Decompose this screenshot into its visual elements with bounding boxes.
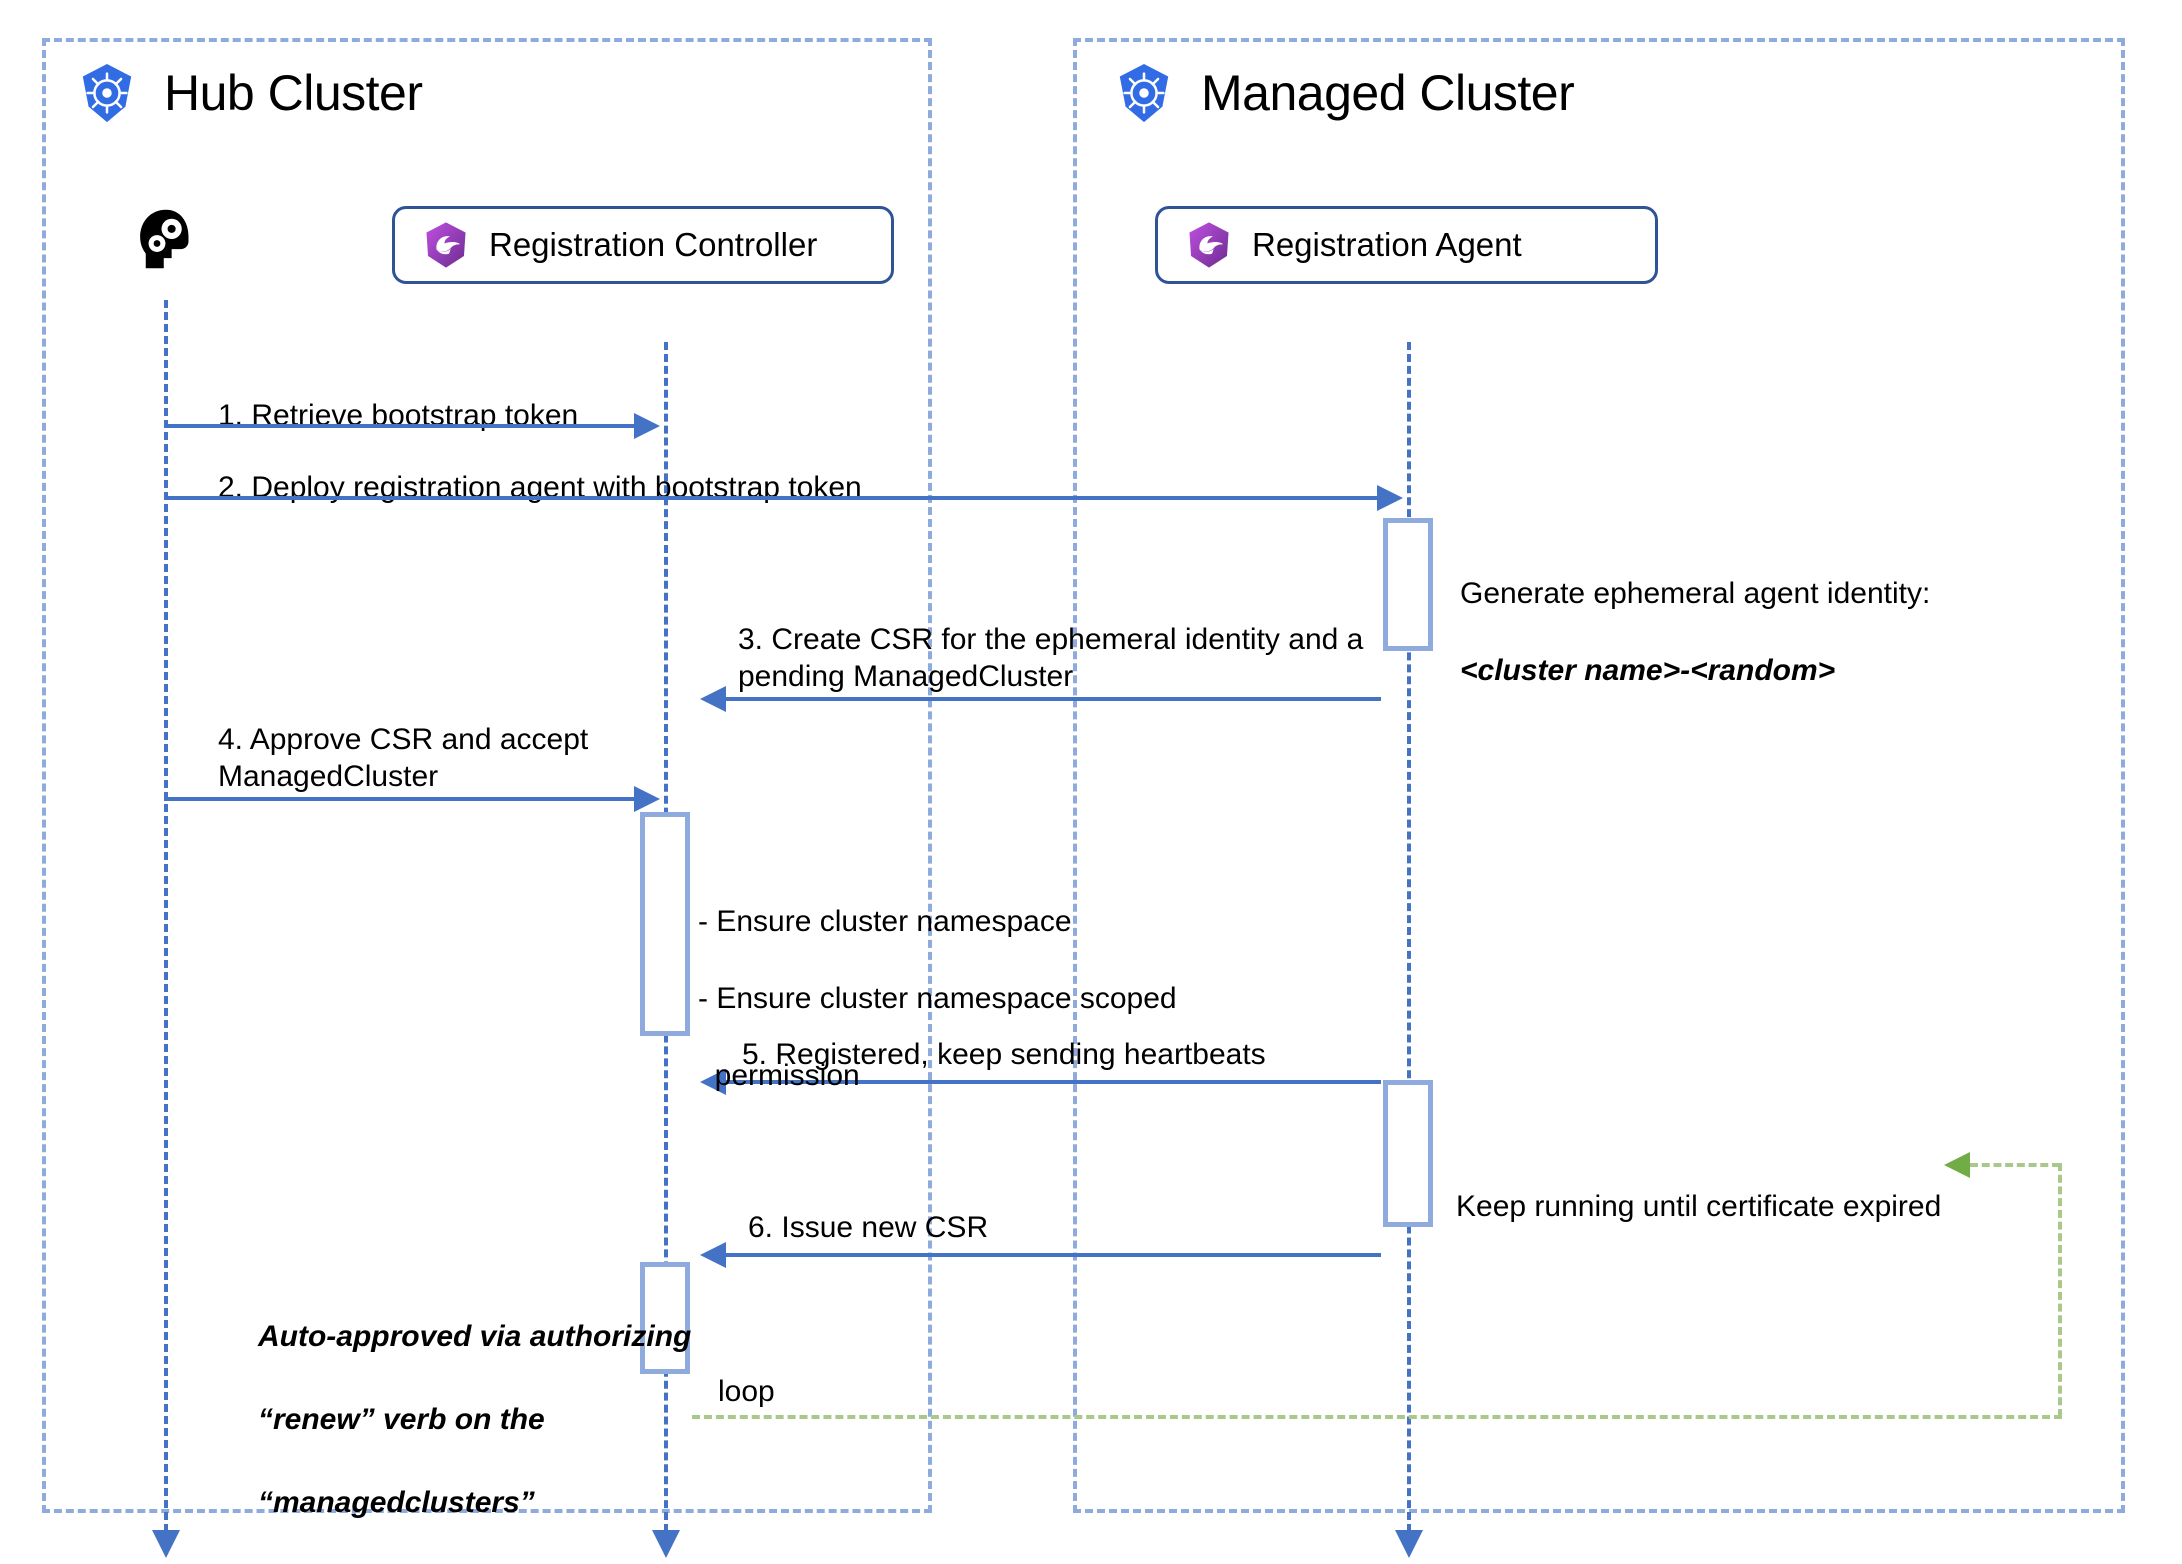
note-auto-approved: Auto-approved via authorizing “renew” ve… [258,1275,691,1564]
loop-line-vertical-right [2058,1163,2062,1417]
note-auto-approved-line1: Auto-approved via authorizing [258,1320,692,1354]
message-arrowhead-4 [634,786,660,812]
note-auto-approved-line2: “renew” verb on the [258,1403,545,1437]
note-ephemeral-identity-line2: <cluster name>-<random> [1460,654,1836,688]
ocm-icon [426,222,466,268]
note-ephemeral-identity: Generate ephemeral agent identity: <clus… [1460,537,1930,729]
message-arrowhead-1 [634,413,660,439]
lifeline-end-arrow-user [152,1530,180,1558]
ocm-icon [1189,222,1229,268]
message-line-1 [164,424,636,428]
note-auto-approved-line3: “managedclusters” [258,1485,535,1519]
cluster-container-managed [1073,38,2125,1513]
cluster-container-hub [42,38,932,1513]
activation-agent-generate-identity [1383,518,1433,651]
kubernetes-icon [82,63,132,123]
message-arrowhead-2 [1377,485,1403,511]
participant-registration-agent[interactable]: Registration Agent [1155,206,1658,284]
note-namespace-permissions-line3: permission [698,1058,860,1092]
cluster-header-hub: Hub Cluster [76,62,423,124]
activation-controller-namespace [640,812,690,1036]
message-label-2: 2. Deploy registration agent with bootst… [218,471,862,504]
lifeline-user [164,300,168,1532]
lifeline-end-arrow-registration-agent [1395,1530,1423,1558]
user-head-gears-icon [140,209,189,269]
message-arrowhead-3 [700,686,726,712]
message-line-3 [726,697,1381,701]
participant-label-registration-agent: Registration Agent [1252,226,1522,263]
participant-label-registration-controller: Registration Controller [489,226,818,263]
message-line-6 [726,1253,1381,1257]
loop-label: loop [718,1375,775,1408]
message-line-2 [164,496,1379,500]
loop-line-horizontal-bottom [692,1415,2062,1419]
loop-arrowhead [1944,1152,1970,1178]
message-line-5 [726,1080,1381,1084]
kubernetes-icon [1119,63,1169,123]
message-line-4 [164,797,636,801]
message-label-1: 1. Retrieve bootstrap token [218,399,579,432]
note-namespace-permissions-line2: - Ensure cluster namespace scoped [698,982,1177,1016]
activation-agent-heartbeats [1383,1080,1433,1227]
note-ephemeral-identity-line1: Generate ephemeral agent identity: [1460,577,1931,611]
note-keep-running: Keep running until certificate expired [1456,1150,1941,1265]
message-arrowhead-5 [700,1069,726,1095]
loop-arrow-horizontal-top [1970,1163,2060,1167]
cluster-header-managed: Managed Cluster [1113,62,1575,124]
lifeline-end-arrow-registration-controller [652,1530,680,1558]
activation-controller-auto-approve [640,1262,690,1374]
message-label-4: 4. Approve CSR and accept ManagedCluster [218,723,589,793]
cluster-title-hub: Hub Cluster [164,65,423,121]
message-label-3: 3. Create CSR for the ephemeral identity… [738,623,1364,693]
lifeline-registration-agent [1407,342,1411,1532]
message-arrowhead-6 [700,1242,726,1268]
note-keep-running-line1: Keep running until certificate expired [1456,1190,1942,1224]
note-namespace-permissions: - Ensure cluster namespace - Ensure clus… [698,865,1177,1134]
message-label-5: 5. Registered, keep sending heartbeats [742,1038,1266,1071]
message-label-6: 6. Issue new CSR [748,1211,989,1244]
participant-registration-controller[interactable]: Registration Controller [392,206,894,284]
cluster-title-managed: Managed Cluster [1201,65,1575,121]
note-namespace-permissions-line1: - Ensure cluster namespace [698,905,1072,939]
